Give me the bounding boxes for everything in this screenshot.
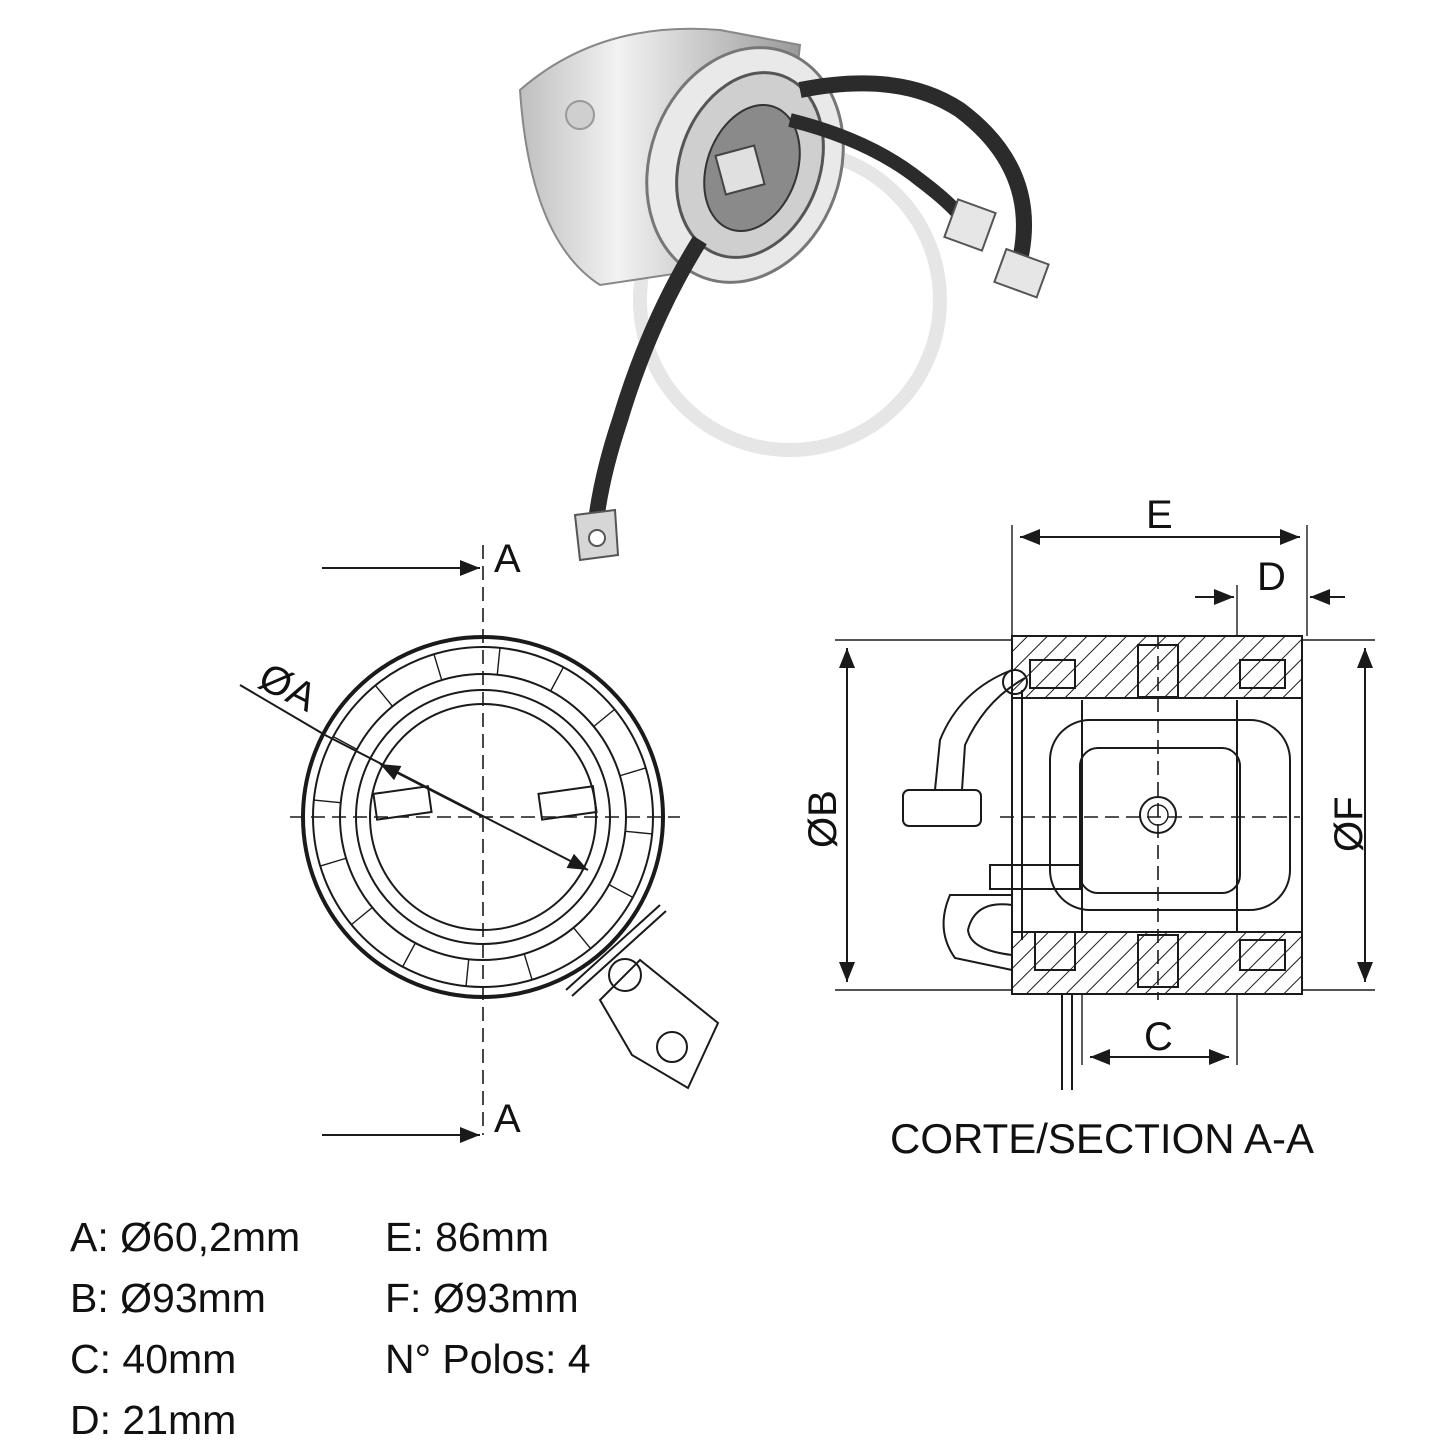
segment-tick: [550, 666, 565, 692]
cable-right: [798, 75, 1032, 262]
spec-c: C: 40mm: [70, 1336, 237, 1382]
segment-tick: [496, 647, 501, 675]
segment-tick: [619, 767, 646, 777]
spec-b: B: Ø93mm: [70, 1275, 266, 1321]
segment-tick: [465, 959, 470, 987]
segment-tick: [625, 830, 653, 835]
dimension-label-e: E: [1146, 493, 1173, 537]
segment-tick: [433, 654, 443, 681]
section-view: [835, 525, 1375, 1090]
section-marker-bottom: A: [494, 1097, 521, 1141]
segment-tick: [332, 735, 358, 750]
dimension-label-d: D: [1257, 555, 1286, 599]
segment-tick: [593, 708, 616, 728]
spec-d: D: 21mm: [70, 1397, 237, 1443]
segment-tick: [401, 942, 416, 968]
cable-terminal-right: [943, 198, 997, 252]
segment-tick: [572, 927, 592, 950]
product-illustration: [518, 27, 1050, 562]
spec-poles: N° Polos: 4: [385, 1336, 591, 1382]
stator-segments: [313, 647, 653, 987]
segment-tick: [320, 857, 347, 867]
dimension-label-a: ØA: [252, 655, 324, 721]
dimension-label-f: ØF: [1327, 796, 1371, 852]
spec-a: A: Ø60,2mm: [70, 1214, 301, 1260]
section-marker-top: A: [494, 537, 521, 581]
specification-list: A: Ø60,2mm B: Ø93mm C: 40mm D: 21mm E: 8…: [70, 1208, 690, 1443]
segment-tick: [523, 953, 533, 980]
spec-e: E: 86mm: [385, 1214, 550, 1260]
dimension-label-c: C: [1144, 1015, 1173, 1059]
front-view: [239, 545, 720, 1143]
spec-f: F: Ø93mm: [385, 1275, 579, 1321]
dimension-label-b: ØB: [801, 790, 845, 848]
segment-tick: [608, 884, 634, 899]
cable-lead: [587, 235, 707, 531]
segment-tick: [350, 906, 373, 926]
segment-tick: [374, 684, 394, 707]
section-caption: CORTE/SECTION A-A: [890, 1115, 1314, 1162]
segment-tick: [313, 799, 341, 804]
